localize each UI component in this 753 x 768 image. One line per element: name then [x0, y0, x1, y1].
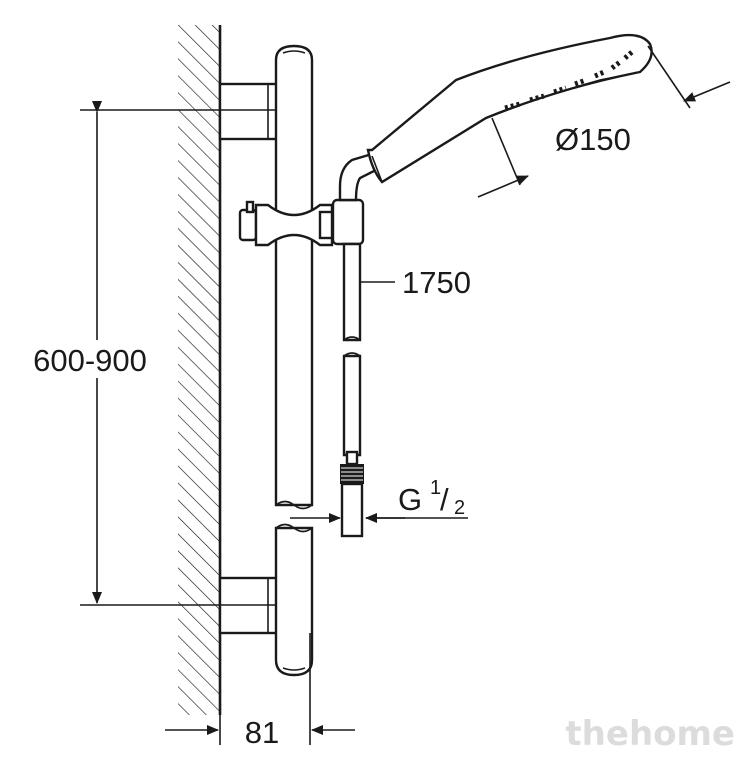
rail-length-dimension: 600-900: [33, 101, 276, 606]
wall-offset-label: 81: [245, 715, 279, 750]
rail-slider: [238, 200, 334, 247]
thread-fraction-slash: /: [440, 482, 449, 517]
hose-length-label: 1750: [402, 265, 471, 300]
hose-length-dimension: 1750: [360, 265, 471, 300]
watermark: thehome: [565, 714, 735, 754]
hand-shower: [366, 33, 653, 184]
shower-hose: [340, 242, 364, 538]
head-diameter-label: Ø150: [555, 122, 631, 157]
rail-length-label: 600-900: [33, 343, 147, 378]
thread-dimension: G 1 / 2: [290, 477, 468, 523]
wall: [178, 25, 222, 715]
shower-holder: [331, 152, 378, 246]
thread-denominator: 2: [454, 497, 465, 519]
thread-letter: G: [398, 482, 422, 517]
thread-numerator: 1: [430, 477, 441, 499]
wall-offset-dimension: 81: [165, 633, 355, 750]
shower-rail: [274, 44, 314, 677]
head-diameter-dimension: Ø150: [477, 45, 731, 198]
